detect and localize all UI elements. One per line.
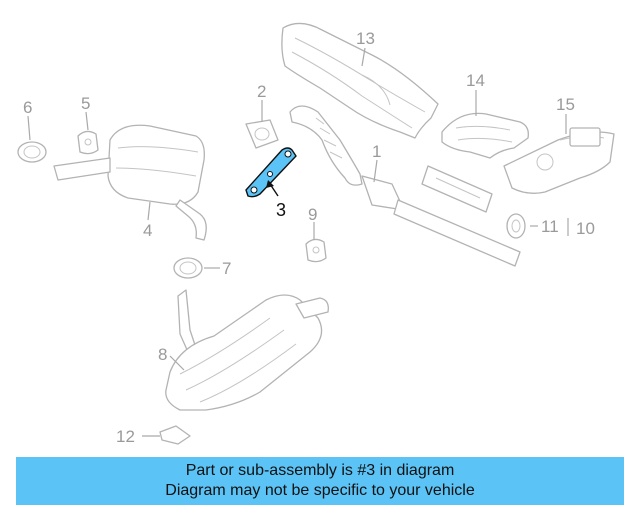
- banner-line-1: Part or sub-assembly is #3 in diagram: [185, 462, 455, 479]
- part-14-heat-shield: [441, 112, 529, 159]
- part-13-heat-shield: [281, 22, 439, 139]
- callout-8: 8: [158, 345, 167, 364]
- part-10-bracket: [421, 165, 493, 213]
- part-11-isolator: [506, 213, 526, 239]
- banner-line-2: Diagram may not be specific to your vehi…: [165, 482, 475, 499]
- callout-10: 10: [576, 219, 595, 238]
- part-15-heat-shield-plate: [503, 127, 615, 194]
- part-5-hanger: [77, 130, 99, 155]
- part-4-muffler: [53, 124, 207, 241]
- callout-1: 1: [372, 142, 381, 161]
- part-2-gasket: [245, 119, 279, 149]
- callout-7: 7: [222, 259, 231, 278]
- part-7-clamp: [173, 257, 203, 279]
- callout-13: 13: [356, 29, 375, 48]
- part-6-clamp: [17, 141, 47, 163]
- part-1-converter-pipe: [289, 105, 521, 267]
- callout-11: 11: [541, 217, 559, 236]
- part-8-rear-muffler: [159, 289, 329, 445]
- leader-lines: [27, 47, 569, 437]
- exhaust-system-diagram: 13 14 15 2 1 6 5 4 3 9 11 10 7 8 12: [17, 22, 615, 446]
- callout-12: 12: [116, 427, 135, 446]
- part-9-hanger: [305, 238, 327, 263]
- callout-3: 3: [276, 200, 286, 220]
- info-banner: Part or sub-assembly is #3 in diagram Di…: [16, 457, 624, 505]
- callout-4: 4: [143, 221, 152, 240]
- part-3-bracket-highlighted: [245, 147, 297, 198]
- callout-14: 14: [466, 71, 485, 90]
- callout-6: 6: [23, 98, 32, 117]
- callout-15: 15: [556, 95, 575, 114]
- callout-5: 5: [81, 94, 90, 113]
- callout-labels: 13 14 15 2 1 6 5 4 3 9 11 10 7 8 12: [23, 29, 595, 446]
- callout-9: 9: [308, 205, 317, 224]
- callout-2: 2: [257, 82, 266, 101]
